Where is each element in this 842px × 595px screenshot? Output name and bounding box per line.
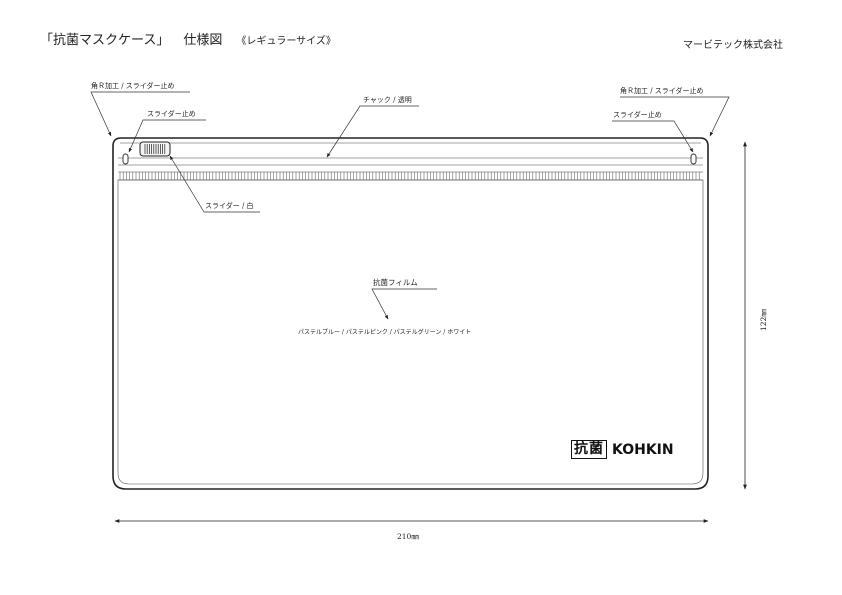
label-slider-stop-right: スライダー止め <box>613 111 662 119</box>
slider-grip <box>144 144 166 154</box>
title-spec: 仕様図 <box>183 33 223 48</box>
slider-stop-right <box>690 153 697 165</box>
slider-stop-left <box>122 153 129 165</box>
label-corner-left: 角Ｒ加工 / スライダー止め <box>91 82 175 90</box>
zipper-teeth <box>119 172 700 180</box>
leader-corner-right <box>620 96 730 137</box>
logo-mark: 抗菌 <box>571 440 607 459</box>
case-outline <box>112 137 709 490</box>
height-dimension-label: 122㎜ <box>759 309 768 331</box>
company-name: マービテック株式会社 <box>683 40 783 51</box>
leader-zipper <box>326 105 419 158</box>
width-dimension-label: 210㎜ <box>397 532 419 541</box>
title-product: 「抗菌マスクケース」 <box>40 33 170 48</box>
label-colors: パステルブルー / パステルピンク / パステルグリーン / ホワイト <box>298 329 472 336</box>
label-corner-right: 角Ｒ加工 / スライダー止め <box>620 87 704 95</box>
leader-corner-left <box>90 91 190 137</box>
leader-slider <box>169 155 260 213</box>
label-slider-stop-left: スライダー止め <box>147 110 196 118</box>
leader-slider-stop-right <box>612 120 694 153</box>
label-zipper: チャック / 透明 <box>363 96 412 104</box>
title-size-note: 《レギュラーサイズ》 <box>236 36 336 47</box>
label-slider: スライダー / 白 <box>205 202 254 210</box>
document-title: 「抗菌マスクケース」仕様図 《レギュラーサイズ》 <box>40 29 336 48</box>
zipper-slider <box>139 141 171 157</box>
leader-slider-stop-left <box>128 119 206 153</box>
leader-film <box>371 288 437 320</box>
case-inner-outline <box>117 179 704 485</box>
kohkin-logo: 抗菌 KOHKIN <box>571 440 674 459</box>
label-film: 抗菌フィルム <box>373 278 418 287</box>
logo-text: KOHKIN <box>612 441 674 458</box>
